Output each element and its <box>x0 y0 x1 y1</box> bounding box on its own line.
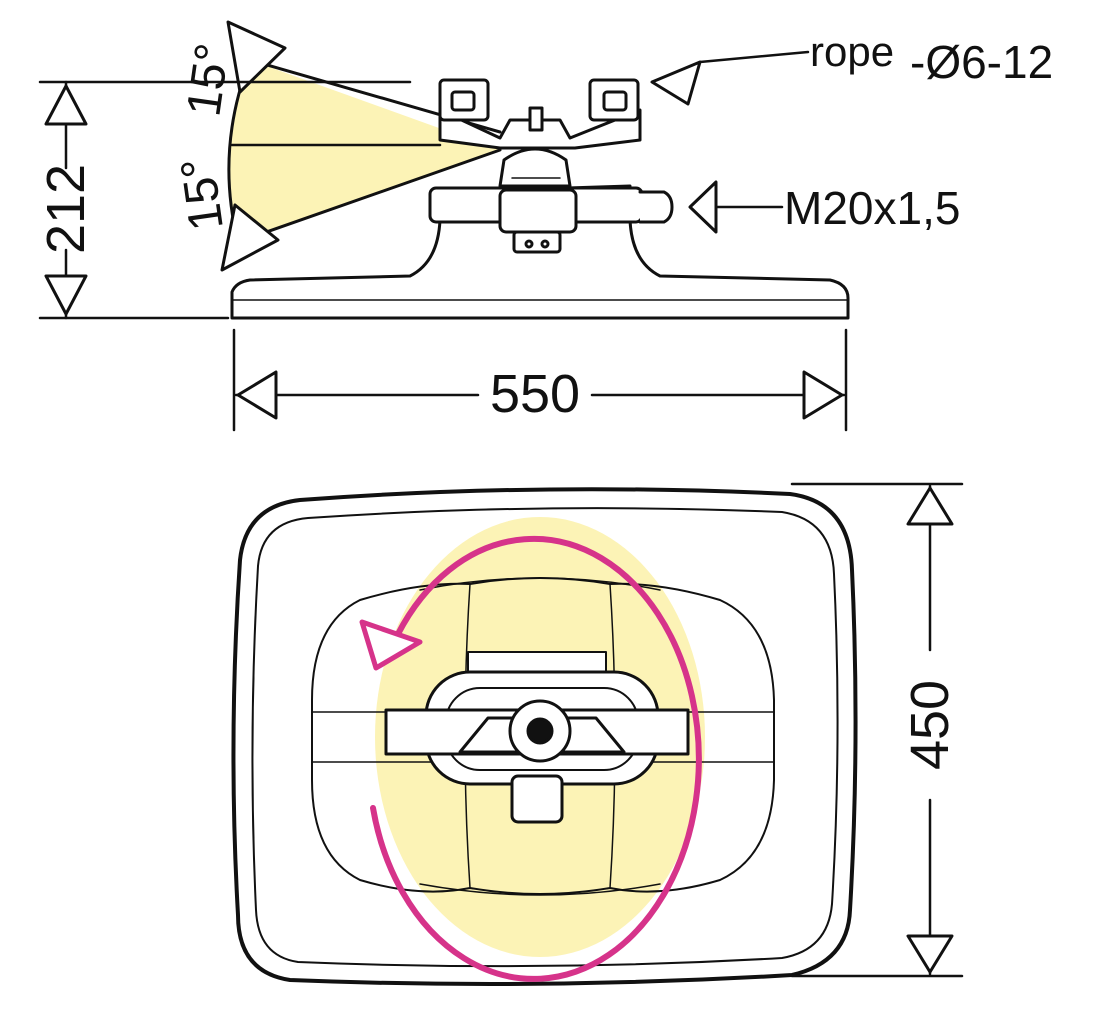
depth-arrow-bottom-icon <box>906 934 954 974</box>
rope-leader-line <box>698 50 810 64</box>
clip-top <box>510 774 564 824</box>
angle-upper-label: 15° <box>177 40 240 119</box>
height-arrow-top-icon <box>44 84 88 126</box>
side-view <box>38 20 850 432</box>
width-label: 550 <box>490 364 580 424</box>
height-label: 212 <box>36 164 96 254</box>
inner-plate-rim <box>251 507 839 968</box>
rope-arrow-icon <box>650 60 702 106</box>
thread-label: M20x1,5 <box>784 182 960 234</box>
height-arrow-bottom-icon <box>44 274 88 316</box>
depth-label: 450 <box>900 680 960 770</box>
thread-arrow-icon <box>688 180 718 234</box>
tilt-arrow-lower-icon <box>220 203 280 272</box>
top-view <box>231 482 964 986</box>
width-arrow-left-icon <box>236 370 278 420</box>
rope-clamp-right <box>588 78 640 122</box>
front-clip <box>498 188 578 234</box>
thread-stub <box>638 190 674 224</box>
depth-arrow-top-icon <box>906 486 954 526</box>
rotation-arrowhead-icon <box>359 619 423 671</box>
tilt-line-lower <box>236 148 502 244</box>
width-arrow-right-icon <box>802 370 844 420</box>
tilt-arrow-upper-icon <box>226 20 287 94</box>
rope-prefix-label: rope <box>810 28 894 75</box>
rope-clamp-left <box>438 78 490 122</box>
tilt-range-wedge <box>228 60 500 242</box>
hub <box>498 147 572 188</box>
rotation-arrow-icon <box>370 535 702 982</box>
rope-size-label: -Ø6-12 <box>910 36 1053 88</box>
angle-lower-label: 15° <box>171 155 234 234</box>
